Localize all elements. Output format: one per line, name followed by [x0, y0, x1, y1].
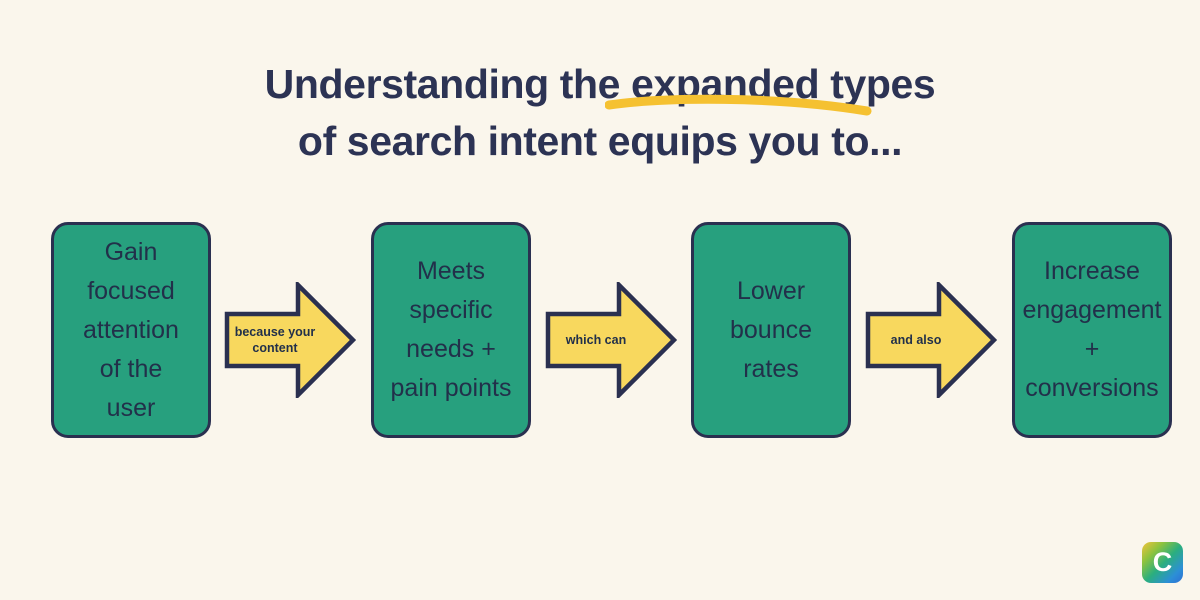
flow-diagram: Gain focused attention of the user becau… — [0, 222, 1200, 438]
brand-logo-letter: C — [1152, 546, 1173, 577]
flow-arrow-1[interactable]: because your content — [224, 282, 356, 398]
flow-arrow-3[interactable]: and also — [865, 282, 997, 398]
title-line-2: of search intent equips you to... — [297, 118, 903, 164]
flow-node-3-label: Lower bounce rates — [729, 276, 813, 383]
flow-node-1-label: Gain focused attention of the user — [83, 237, 179, 422]
brand-logo-icon[interactable]: C — [1142, 542, 1183, 583]
title-line-1: Understanding the expanded types — [264, 61, 936, 107]
flow-node-2[interactable]: Meets specific needs + pain points — [371, 222, 531, 438]
flow-node-2-label: Meets specific needs + pain points — [390, 257, 512, 402]
flow-arrow-3-label: and also — [890, 333, 942, 347]
flow-arrow-1-label: because your content — [234, 325, 316, 355]
flow-node-4-label: Increase engagement + conversions — [1022, 257, 1162, 402]
flow-arrow-2[interactable]: which can — [545, 282, 677, 398]
arrow-right-icon — [224, 282, 356, 398]
page-title: Understanding the expanded types of sear… — [0, 56, 1200, 170]
flow-node-1[interactable]: Gain focused attention of the user — [51, 222, 211, 438]
flow-node-3[interactable]: Lower bounce rates — [691, 222, 851, 438]
flow-node-4[interactable]: Increase engagement + conversions — [1012, 222, 1172, 438]
arrow-right-icon — [545, 282, 677, 398]
flow-arrow-2-label: which can — [565, 333, 627, 347]
arrow-right-icon — [865, 282, 997, 398]
